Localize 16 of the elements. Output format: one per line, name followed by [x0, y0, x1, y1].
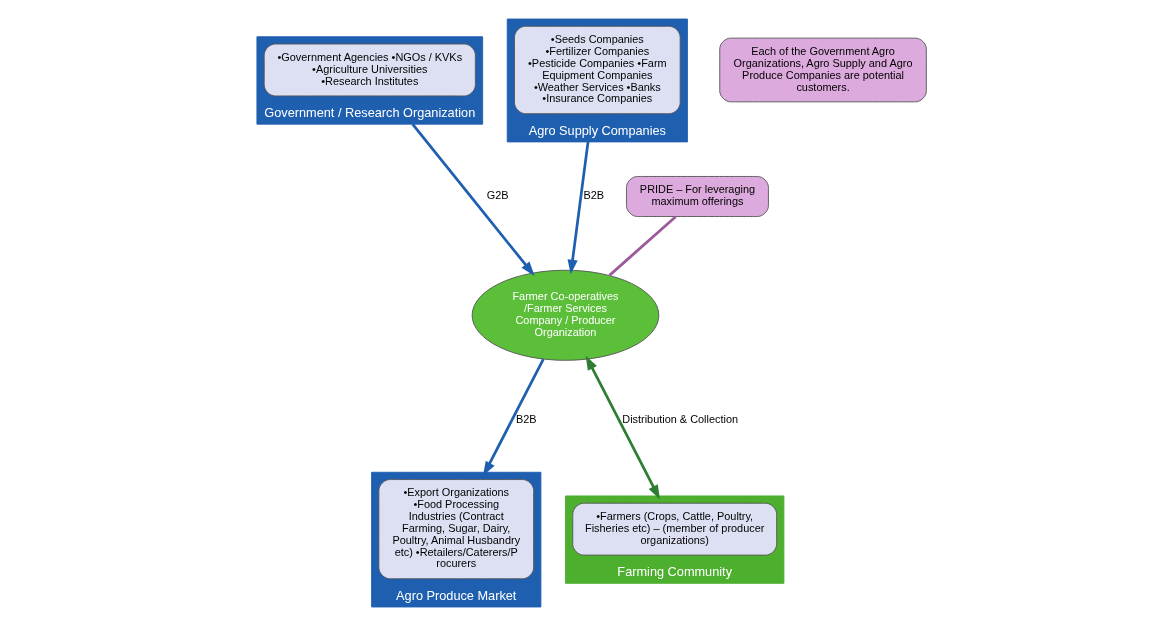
arrow — [585, 355, 660, 500]
arrow — [411, 123, 535, 276]
node-box: •Export Organizations •Food Processing Industries (Contract Farming, Sugar, Dairy, Poultry, Animal Husbandry etc) •Retailers/Caterers/Procurers — [377, 479, 534, 580]
edge-label: G2B — [486, 189, 509, 202]
node-ellipse: Farmer Co-operatives /Farmer Services Company / Producer Organization — [471, 269, 659, 361]
node-box: •Seeds Companies •Fertilizer Companies •Pesticide Companies •Farm Equipment Companies •Weather Services •Banks •Insurance Companies — [513, 25, 681, 115]
node-box: •Government Agencies •NGOs / KVKs •Agriculture Universities •Research Institutes — [263, 43, 476, 97]
arrow — [567, 141, 589, 275]
edge-label: B2B — [515, 412, 537, 425]
connector — [608, 215, 677, 277]
node-box: Each of the Government Agro Organizations, Agro Supply and Agro Produce Companies are potential customers. — [718, 37, 927, 103]
arrow — [482, 358, 545, 476]
node-box: •Farmers (Crops, Cattle, Poultry, Fisheries etc) – (member of producer organizations) — [571, 502, 777, 556]
edge-label: Distribution & Collection — [621, 412, 738, 425]
node-box: PRIDE – For leveraging maximum offerings — [625, 176, 769, 217]
edge-label: B2B — [582, 189, 604, 202]
